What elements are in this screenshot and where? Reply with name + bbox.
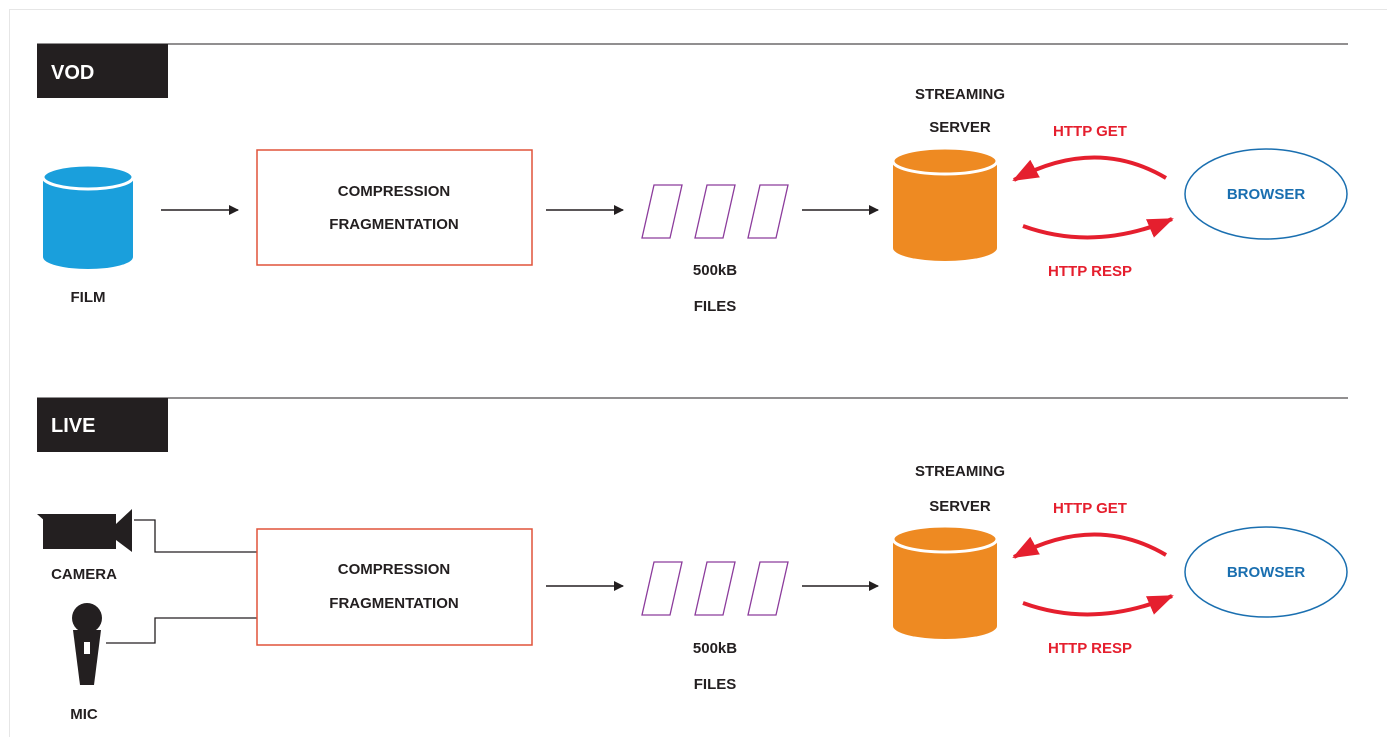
vod-section: VOD FILM COMPRESSION FRAGMENTATION 500kB… [37,43,1348,315]
file-fragment-icon [747,184,789,239]
diagram-frame [9,9,1387,737]
vod-server-line2: SERVER [929,119,991,136]
file-fragment-icon [694,561,736,616]
vod-process-box [256,149,533,266]
vod-http-get-label: HTTP GET [1053,123,1127,140]
live-file-fragments [641,561,789,616]
live-server-line2: SERVER [929,498,991,515]
microphone-icon [72,603,102,685]
vod-section-label: VOD [51,62,94,84]
live-process-line1: COMPRESSION [338,561,451,578]
file-fragment-icon [747,561,789,616]
live-section-label: LIVE [51,415,95,437]
film-database-icon [41,163,135,269]
file-fragment-icon [694,184,736,239]
live-label-box [37,398,168,452]
vod-http-get-arrow [1012,155,1168,182]
live-browser-label: BROWSER [1227,564,1306,581]
live-browser-node [1184,526,1348,618]
video-camera-icon [37,509,132,552]
vod-files-line2: FILES [694,298,737,315]
live-http-resp-label: HTTP RESP [1048,640,1132,657]
live-http-get-label: HTTP GET [1053,500,1127,517]
vod-files-line1: 500kB [693,262,737,279]
live-files-line1: 500kB [693,640,737,657]
file-fragment-icon [641,184,683,239]
camera-label: CAMERA [51,566,117,583]
live-process-box [256,528,533,646]
film-label: FILM [71,289,106,306]
mic-label: MIC [70,706,98,723]
camera-connector [134,519,257,553]
vod-file-fragments [641,184,789,239]
vod-process-line2: FRAGMENTATION [329,216,458,233]
file-fragment-icon [641,561,683,616]
live-http-resp-arrow [1022,594,1174,617]
live-server-line1: STREAMING [915,463,1005,480]
vod-label-box [37,44,168,98]
vod-http-resp-label: HTTP RESP [1048,263,1132,280]
vod-http-resp-arrow [1022,217,1174,240]
live-server-database-icon [891,524,999,639]
vod-browser-label: BROWSER [1227,186,1306,203]
mic-connector [106,617,257,644]
vod-browser-node [1184,148,1348,240]
live-section: LIVE CAMERA MIC COMPRESSION FRAGMENTATIO… [37,397,1348,723]
live-http-get-arrow [1012,532,1168,559]
vod-server-line1: STREAMING [915,86,1005,103]
live-process-line2: FRAGMENTATION [329,595,458,612]
vod-server-database-icon [891,146,999,261]
live-files-line2: FILES [694,676,737,693]
vod-process-line1: COMPRESSION [338,183,451,200]
